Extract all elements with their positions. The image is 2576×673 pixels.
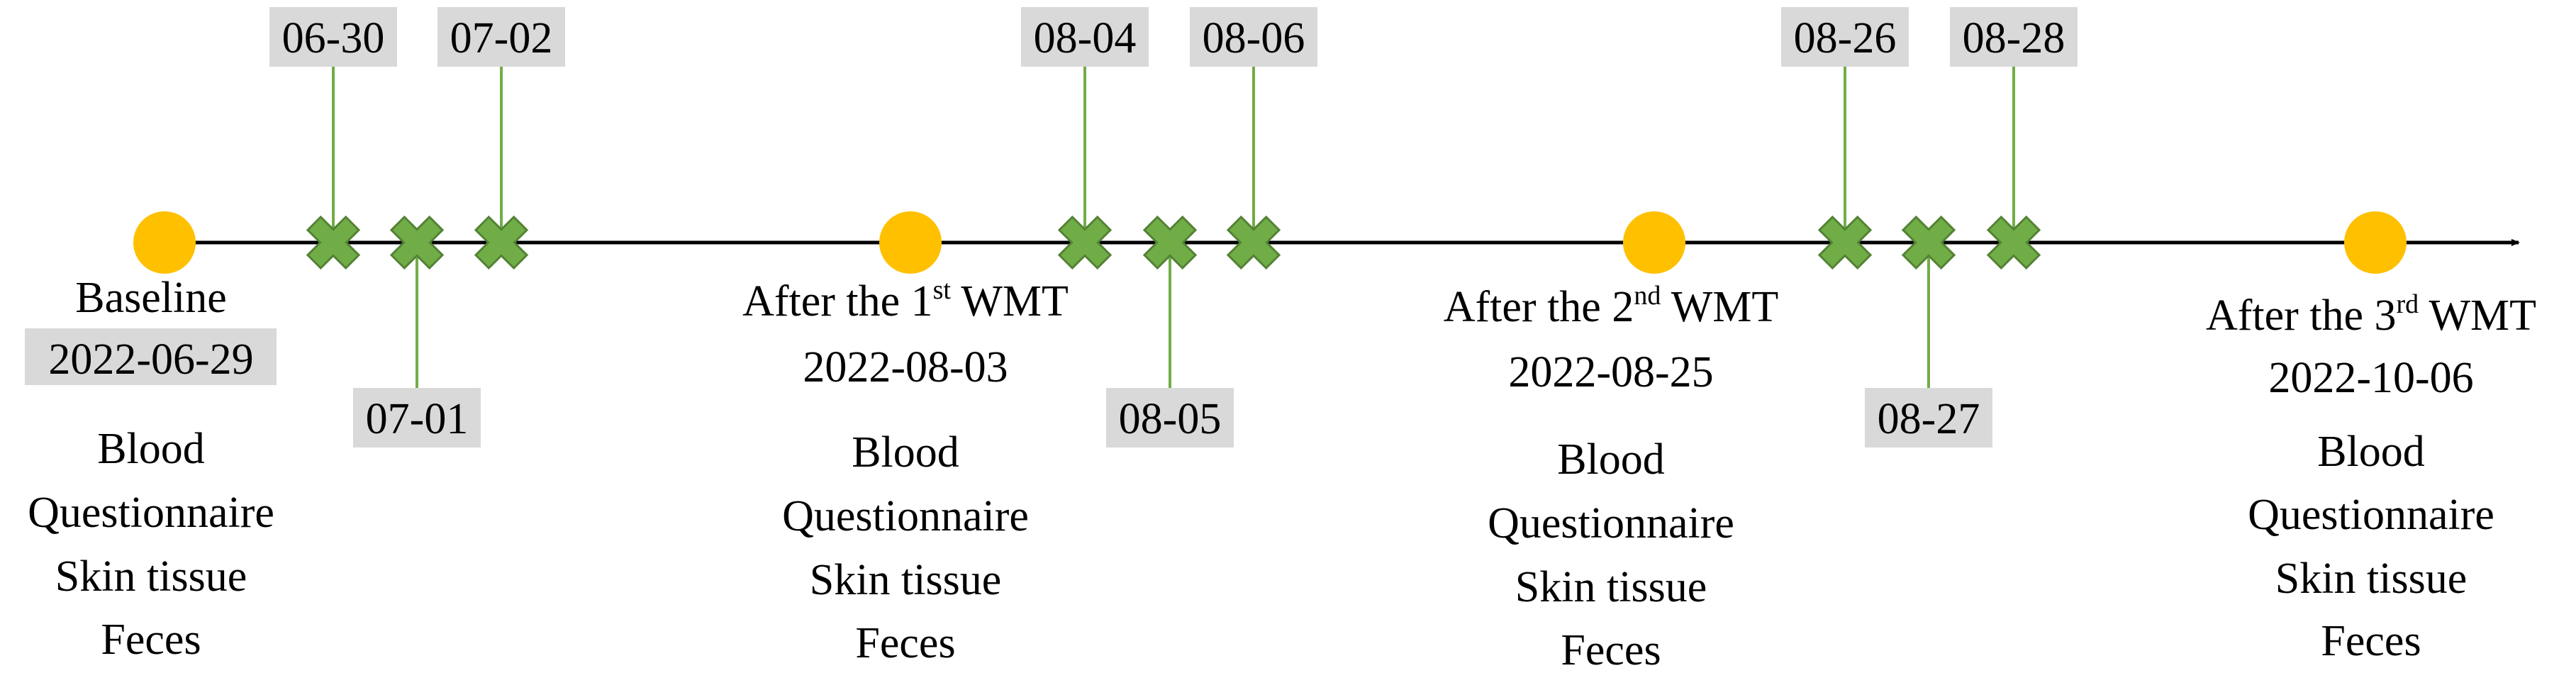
sample-item-skin-tissue: Skin tissue (1515, 563, 1707, 611)
green-cross-icon (474, 215, 529, 270)
minor-event-date: 06-30 (282, 14, 385, 62)
sample-item-feces: Feces (855, 619, 955, 667)
minor-event-date: 08-28 (1963, 14, 2065, 62)
minor-event-date: 08-06 (1203, 14, 1305, 62)
date-label-box (1106, 388, 1234, 447)
main-event-node (879, 211, 942, 274)
minor-event-08-28: 08-28 (1950, 7, 2078, 270)
main-event-node (1623, 211, 1685, 274)
minor-event-date: 08-04 (1034, 14, 1137, 62)
date-highlight-box (25, 328, 277, 385)
main-event-title: Baseline (75, 274, 227, 322)
sample-item-skin-tissue: Skin tissue (810, 556, 1001, 604)
main-event-node (133, 211, 196, 274)
main-event-baseline: Baseline 2022-06-29 Blood Questionnaire … (25, 211, 277, 664)
date-label-box (1950, 7, 2078, 67)
minor-event-08-27: 08-27 (1865, 215, 1992, 447)
minor-event-date: 07-02 (450, 14, 553, 62)
green-cross-icon (1142, 215, 1198, 270)
minor-event-08-04: 08-04 (1021, 7, 1149, 270)
date-label-box (353, 388, 481, 447)
minor-event-date: 08-26 (1794, 14, 1897, 62)
sample-item-blood: Blood (1557, 435, 1665, 484)
date-label-box (1021, 7, 1149, 67)
date-label-box (1190, 7, 1317, 67)
minor-event-07-02: 07-02 (437, 7, 565, 270)
sample-item-feces: Feces (2321, 617, 2421, 665)
minor-event-08-26: 08-26 (1781, 7, 1909, 270)
sample-item-questionnaire: Questionnaire (782, 492, 1029, 540)
main-event-date: 2022-10-06 (2268, 354, 2473, 402)
date-label-box (269, 7, 397, 67)
sample-item-skin-tissue: Skin tissue (55, 552, 247, 601)
minor-event-08-05: 08-05 (1106, 215, 1234, 447)
sample-item-blood: Blood (97, 425, 205, 473)
main-event-after-2nd-wmt: After the 2nd WMT 2022-08-25 Blood Quest… (1444, 211, 1778, 673)
main-event-node (2344, 211, 2407, 274)
green-cross-icon (1901, 215, 1956, 270)
minor-event-date: 08-05 (1119, 395, 1222, 443)
minor-event-08-06: 08-06 (1190, 7, 1317, 270)
sample-item-feces: Feces (1561, 626, 1661, 673)
sample-item-feces: Feces (101, 616, 201, 664)
green-cross-icon (1817, 215, 1873, 270)
main-event-title: After the 3rd WMT (2206, 289, 2536, 340)
sample-item-questionnaire: Questionnaire (1488, 499, 1734, 547)
green-cross-icon (389, 215, 445, 270)
main-event-date: 2022-08-25 (1508, 348, 1713, 396)
main-event-title: After the 2nd WMT (1444, 281, 1778, 331)
main-event-title: After the 1st WMT (742, 275, 1069, 326)
minor-event-07-01: 07-01 (353, 215, 481, 447)
sample-item-blood: Blood (2317, 428, 2425, 476)
green-cross-icon (1986, 215, 2041, 270)
green-cross-icon (306, 215, 361, 270)
minor-event-date: 08-27 (1878, 395, 1980, 443)
date-label-box (437, 7, 565, 67)
green-cross-icon (1057, 215, 1113, 270)
date-label-box (1865, 388, 1992, 447)
main-event-date: 2022-06-29 (48, 335, 253, 384)
sample-item-skin-tissue: Skin tissue (2275, 555, 2467, 603)
minor-event-date: 07-01 (366, 395, 469, 443)
sample-item-questionnaire: Questionnaire (28, 489, 274, 537)
green-cross-icon (1226, 215, 1281, 270)
minor-event-06-30: 06-30 (269, 7, 397, 270)
main-event-after-3rd-wmt: After the 3rd WMT 2022-10-06 Blood Quest… (2206, 211, 2536, 665)
sample-item-questionnaire: Questionnaire (2248, 491, 2494, 539)
main-event-date: 2022-08-03 (803, 343, 1008, 391)
date-label-box (1781, 7, 1909, 67)
main-event-after-1st-wmt: After the 1st WMT 2022-08-03 Blood Quest… (742, 211, 1069, 667)
sample-item-blood: Blood (852, 428, 959, 477)
